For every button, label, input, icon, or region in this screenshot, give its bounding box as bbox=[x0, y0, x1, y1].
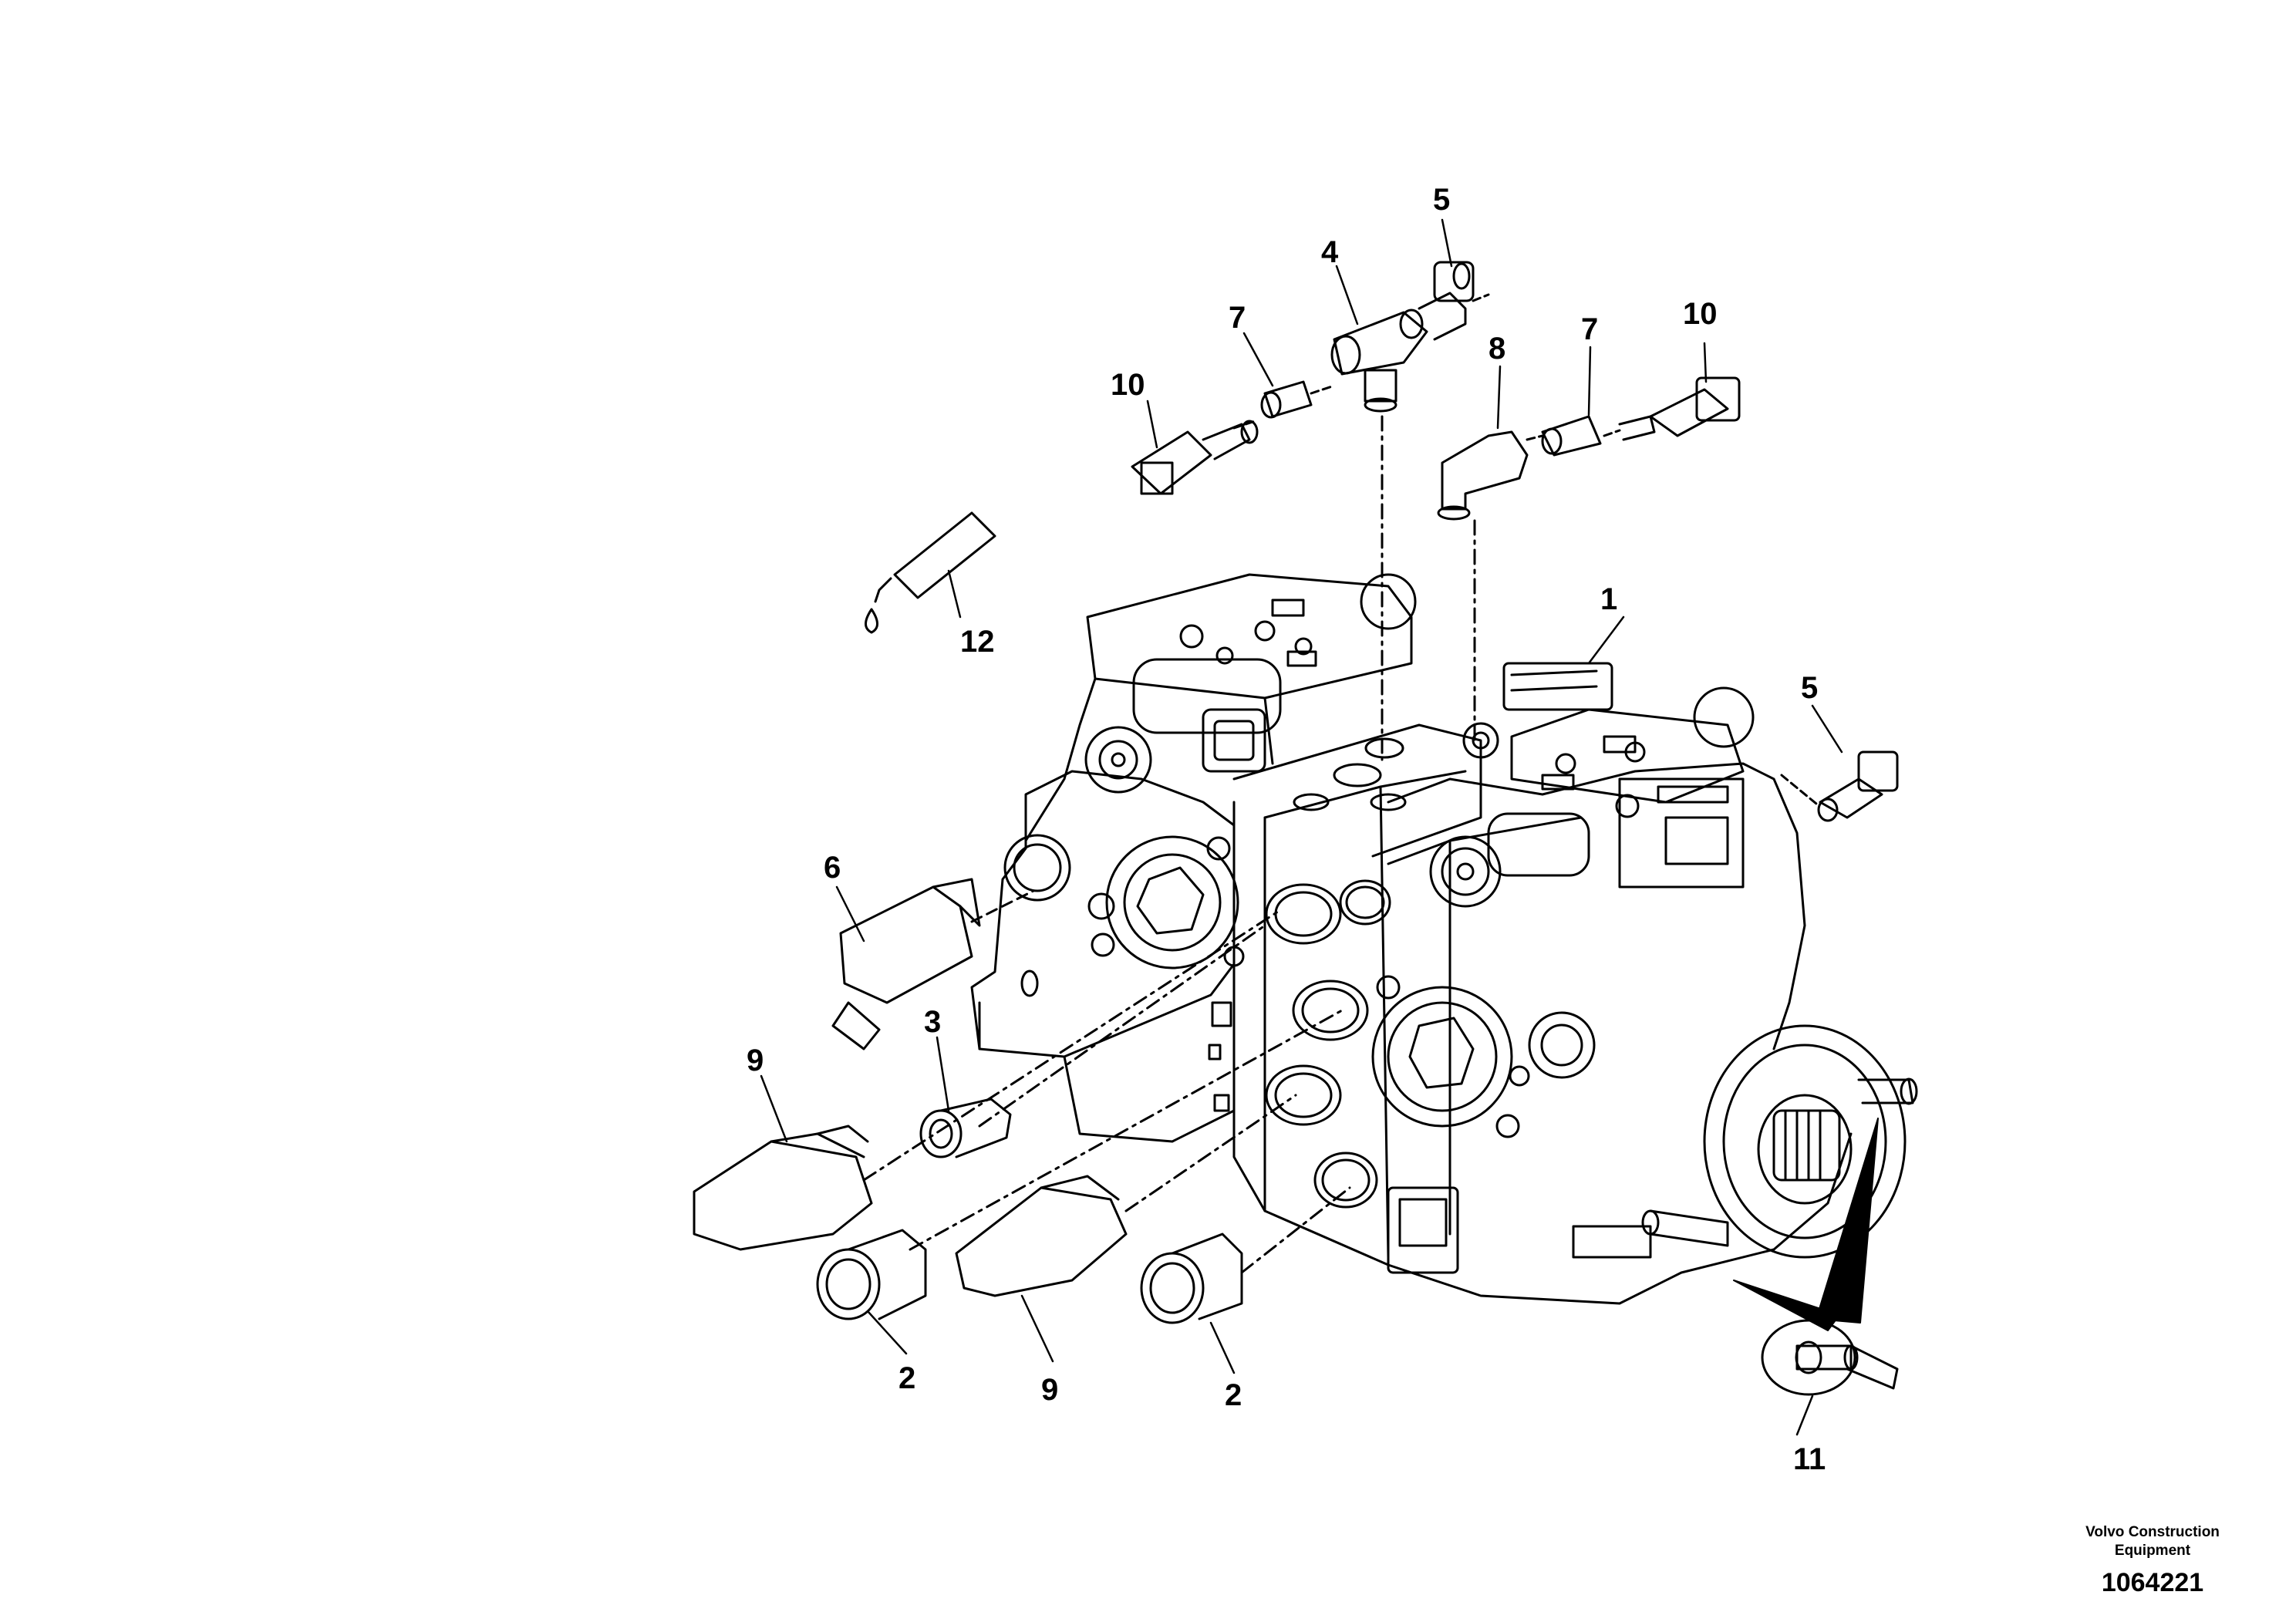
callout-7-right: 7 bbox=[1581, 312, 1598, 346]
callout-1: 1 bbox=[1600, 582, 1617, 616]
callout-10-right: 10 bbox=[1683, 297, 1718, 331]
callout-7-left: 7 bbox=[1229, 301, 1246, 335]
callout-labels: 1 2 2 3 4 5 5 6 7 7 8 9 9 10 10 11 12 bbox=[747, 183, 1826, 1476]
callout-8: 8 bbox=[1489, 332, 1505, 366]
callout-11-arrows bbox=[1733, 1118, 1879, 1331]
callout-9-left: 9 bbox=[747, 1044, 764, 1077]
callout-2-right: 2 bbox=[1225, 1378, 1242, 1412]
callout-9-middle: 9 bbox=[1041, 1373, 1058, 1407]
drawing-number: 1064221 bbox=[2101, 1568, 2204, 1597]
callout-5-top: 5 bbox=[1433, 183, 1450, 217]
callout-5-right: 5 bbox=[1801, 671, 1818, 705]
callout-3: 3 bbox=[924, 1005, 941, 1039]
top-fittings-group bbox=[1131, 261, 1741, 761]
left-fittings-group bbox=[693, 511, 1351, 1324]
callout-10-left: 10 bbox=[1111, 368, 1145, 402]
callout-2-left: 2 bbox=[899, 1361, 915, 1395]
drawing-credit: Volvo Construction Equipment 1064221 bbox=[2052, 1523, 2253, 1598]
company-name-line2: Equipment bbox=[2114, 1543, 2191, 1559]
callout-4: 4 bbox=[1321, 235, 1339, 269]
callout-12: 12 bbox=[960, 625, 995, 659]
callout-6: 6 bbox=[824, 851, 841, 885]
right-fittings-group bbox=[1761, 750, 1899, 1396]
company-name-line1: Volvo Construction bbox=[2085, 1524, 2220, 1540]
callout-11: 11 bbox=[1793, 1442, 1826, 1476]
control-valve-body bbox=[970, 573, 1918, 1305]
callout-leaders bbox=[760, 218, 1843, 1436]
